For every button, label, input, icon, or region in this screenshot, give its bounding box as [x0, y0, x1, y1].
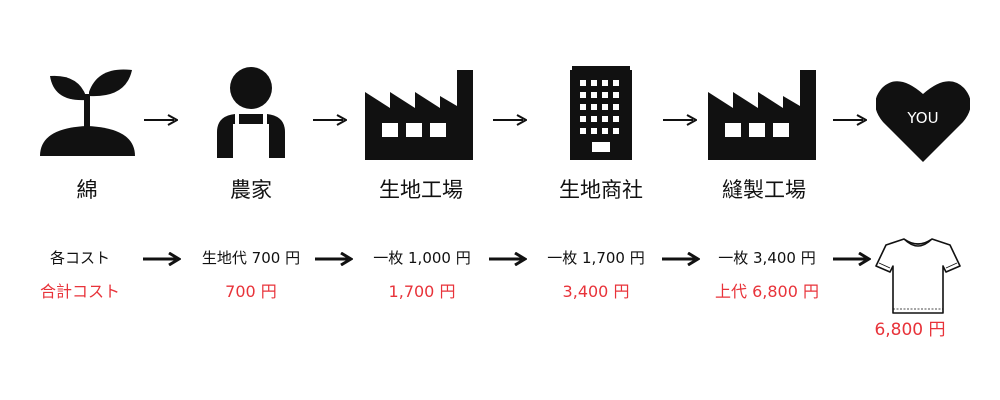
- arrow-right-icon: [143, 252, 181, 266]
- stage-label-farmer: 農家: [230, 178, 272, 202]
- total-item: 1,700 円: [388, 282, 456, 301]
- tshirt-icon: [875, 238, 961, 314]
- seedling-icon: [40, 69, 135, 156]
- stage-label-fabric-trader: 生地商社: [559, 178, 643, 202]
- arrow-right-icon: [313, 114, 347, 126]
- total-header-label: 合計コスト: [39, 282, 120, 301]
- factory-icon: [365, 70, 473, 160]
- cost-item: 一枚 3,400 円: [718, 249, 816, 267]
- stage-label-cotton: 綿: [76, 178, 98, 202]
- arrow-right-icon: [315, 252, 353, 266]
- total-item: 700 円: [225, 282, 277, 301]
- factory-icon: [708, 70, 816, 160]
- farmer-icon: [217, 67, 285, 158]
- arrow-right-icon: [833, 252, 871, 266]
- cost-item: 一枚 1,000 円: [373, 249, 471, 267]
- stage-label-sewing-factory: 縫製工場: [722, 178, 806, 202]
- arrow-right-icon: [489, 252, 527, 266]
- final-total: 6,800 円: [874, 320, 946, 340]
- stage-label-fabric-factory: 生地工場: [379, 178, 463, 202]
- arrow-right-icon: [144, 114, 178, 126]
- office-building-icon: [570, 66, 632, 160]
- total-item: 上代 6,800 円: [715, 282, 819, 301]
- cost-item: 生地代 700 円: [201, 249, 301, 267]
- arrow-right-icon: [493, 114, 527, 126]
- arrow-right-icon: [662, 252, 700, 266]
- cost-header-label: 各コスト: [49, 249, 110, 267]
- heart-label: YOU: [907, 109, 939, 127]
- cost-item: 一枚 1,700 円: [547, 249, 645, 267]
- total-item: 3,400 円: [562, 282, 630, 301]
- arrow-right-icon: [663, 114, 697, 126]
- heart-icon: [876, 81, 970, 162]
- arrow-right-icon: [833, 114, 867, 126]
